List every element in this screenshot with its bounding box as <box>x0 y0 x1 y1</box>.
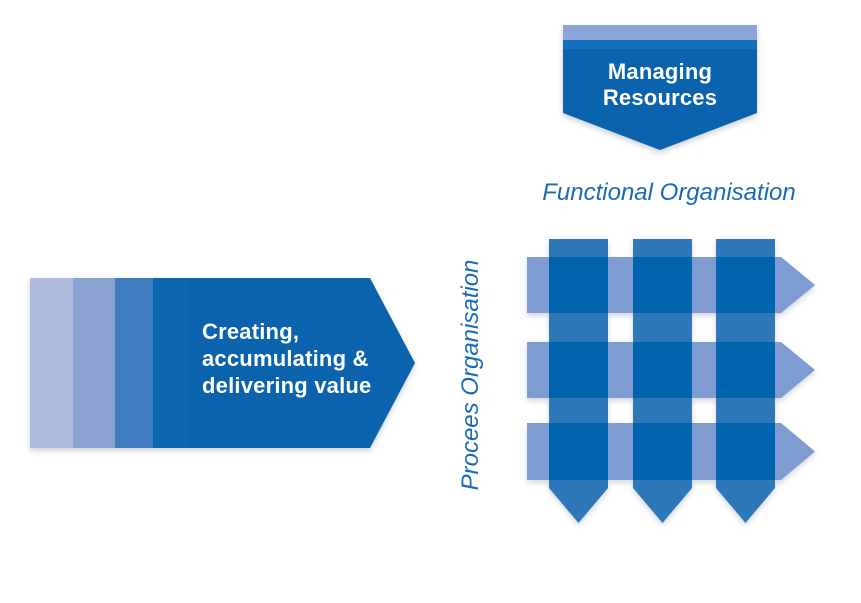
managing-resources-banner: Managing Resources <box>563 25 757 150</box>
value-arrow-label-line3: delivering value <box>202 373 372 398</box>
banner-title-line2: Resources <box>602 85 718 110</box>
value-arrow-label-line2: accumulating & <box>202 346 369 371</box>
banner-title-line1: Managing <box>607 59 713 84</box>
banner-stripe-light <box>563 25 757 40</box>
banner-stripe-medium <box>563 40 757 49</box>
value-arrow-label: Creating, accumulating & delivering valu… <box>202 318 412 399</box>
value-arrow-band-4 <box>153 278 188 448</box>
organisation-matrix-grid <box>527 239 815 523</box>
value-arrow: Creating, accumulating & delivering valu… <box>30 278 415 448</box>
value-arrow-wrap: Creating, accumulating & delivering valu… <box>30 278 415 448</box>
grid-overlap-cell <box>716 342 775 398</box>
grid-overlap-cell <box>549 423 608 480</box>
value-arrow-band-3 <box>115 278 153 448</box>
value-arrow-band-1 <box>30 278 73 448</box>
grid-overlap-cell <box>549 257 608 313</box>
banner-title: Managing Resources <box>563 59 757 111</box>
grid-overlap-cell <box>633 423 692 480</box>
banner-pennant-body: Managing Resources <box>563 49 757 150</box>
grid-overlap-cell <box>633 257 692 313</box>
grid-overlap-cell <box>633 342 692 398</box>
value-arrow-label-line1: Creating, <box>202 319 300 344</box>
functional-organisation-label: Functional Organisation <box>542 179 796 206</box>
grid-overlap-cell <box>549 342 608 398</box>
value-arrow-band-2 <box>73 278 115 448</box>
grid-overlap-cell <box>716 423 775 480</box>
grid-overlap-cell <box>716 257 775 313</box>
